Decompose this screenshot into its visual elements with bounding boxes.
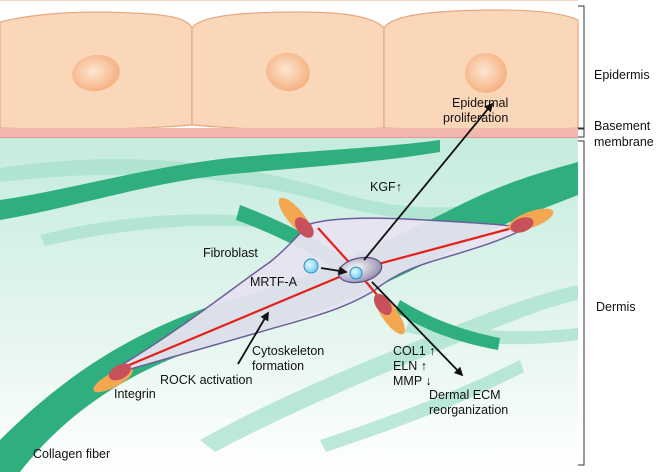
basement-membrane-label-line2: membrane [594, 135, 654, 149]
dermal-ecm-label-line2: reorganization [429, 403, 509, 417]
rock-activation-arrow [237, 311, 269, 365]
collagen-fiber-light-group [0, 159, 578, 452]
arrows [237, 102, 494, 377]
mrtf-translocation-arrow [320, 266, 348, 276]
epidermis-nucleus [266, 52, 310, 92]
rock-activation-label: ROCK activation [160, 373, 253, 387]
collagen-fiber-light [200, 285, 578, 452]
basement-membrane-label-line1: Basement [594, 119, 651, 133]
epidermal-proliferation-label-line1: Epidermal [452, 96, 509, 110]
stress-fiber [355, 224, 521, 272]
fibroblast-label: Fibroblast [203, 246, 258, 260]
integrin [278, 197, 314, 238]
collagen-fiber-light [405, 318, 578, 345]
mmp-label: MMP ↓ [393, 374, 432, 388]
kgf-label: KGF↑ [370, 180, 402, 194]
epidermis-nucleus [465, 53, 507, 93]
dermal-ecm-label-line1: Dermal ECM [429, 388, 501, 402]
cytoskeleton-formation-label-line1: Cytoskeleton [252, 344, 325, 358]
collagen-fiber-light [320, 360, 524, 452]
cytoskeleton-formation-label-line2: formation [252, 359, 305, 373]
col1-label: COL1 ↑ [393, 344, 436, 358]
epidermis-brace [578, 5, 585, 129]
mrtf-a-molecule [303, 258, 319, 274]
dermis-label: Dermis [596, 300, 636, 314]
mrtf-a-label: MRTF-A [250, 275, 297, 289]
mrtf-a-molecule [349, 266, 363, 280]
kgf-arrow [363, 102, 494, 261]
stress-fiber [121, 268, 357, 370]
collagen-fiber [395, 300, 500, 350]
layer-braces [578, 5, 585, 466]
collagen-fiber-label: Collagen fiber [33, 447, 111, 461]
epidermis-label: Epidermis [594, 68, 650, 82]
integrin-label: Integrin [114, 387, 156, 401]
dermis-brace [578, 140, 585, 466]
integrin [93, 363, 133, 393]
integrin-group [93, 197, 554, 393]
basement-brace [578, 128, 585, 138]
eln-label: ELN ↑ [393, 359, 428, 373]
collagen-fiber [0, 140, 440, 220]
epidermis-nucleus [72, 54, 120, 92]
integrin [507, 208, 554, 233]
collagen-fiber-light [0, 159, 470, 220]
basement-membrane [0, 128, 578, 137]
epidermal-proliferation-label-line2: proliferation [443, 111, 509, 125]
collagen-fiber-light [40, 214, 270, 246]
ecm-arrow [371, 281, 464, 377]
